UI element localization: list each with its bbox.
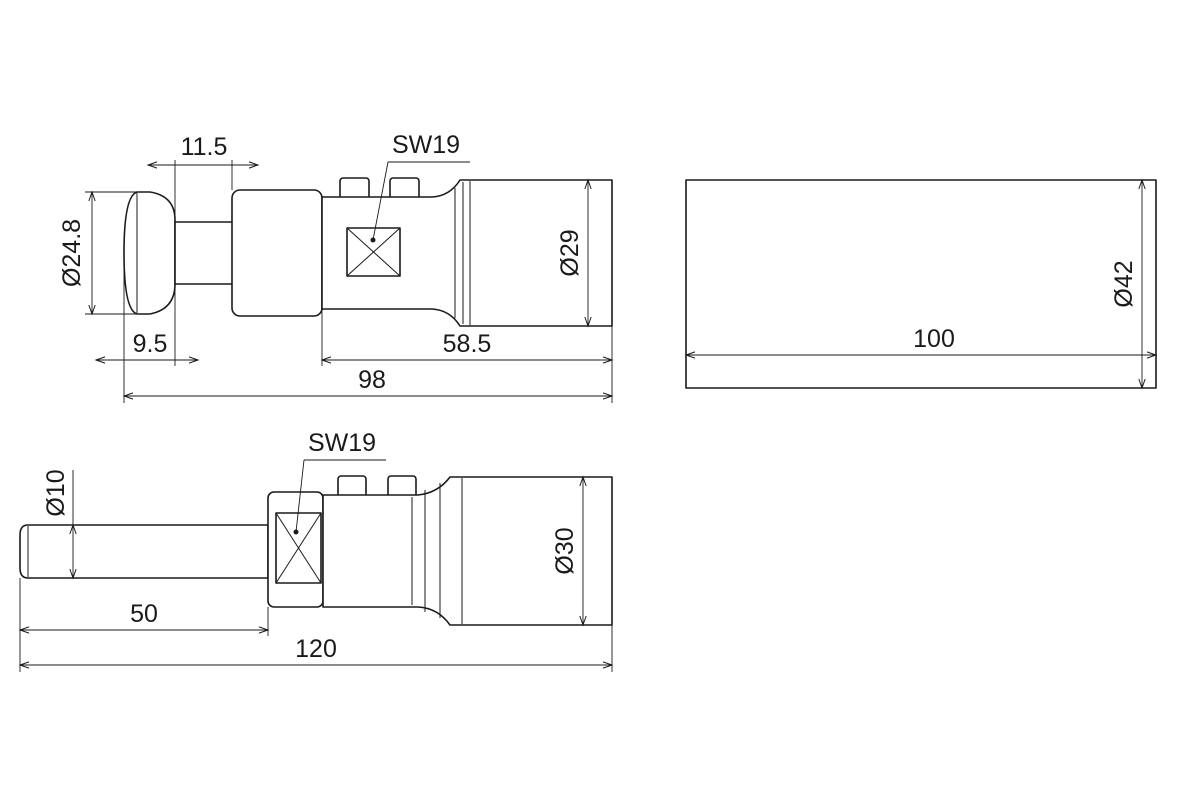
dim-label-9-5: 9.5 [133,330,168,358]
dim-label-dia-29: Ø29 [556,229,584,276]
collar [231,189,323,317]
bottom-view-dimensions: SW19 Ø10 Ø30 50 120 [18,429,614,672]
pin [19,524,269,579]
dim-label-dia-10: Ø10 [42,469,70,516]
dim-label-50: 50 [130,600,158,628]
dim-label-98: 98 [358,366,386,394]
dim-label-120: 120 [295,635,337,663]
dim-label-dia-30: Ø30 [551,527,579,574]
dim-label-100: 100 [913,325,955,353]
cylinder-outline [685,179,1157,389]
dim-label-sw19: SW19 [392,131,460,159]
dim-label-sw19: SW19 [308,429,376,457]
bottom-view-part [19,475,613,626]
mushroom-head [123,191,176,315]
dim-label-dia-42: Ø42 [1110,260,1138,307]
wrench-flat-diagonal-2 [346,227,401,277]
dim-label-dia-24-8: Ø24.8 [58,219,86,287]
dim-label-11-5: 11.5 [181,133,228,161]
dim-label-58-5: 58.5 [443,330,492,358]
side-view: 100 Ø42 [684,178,1158,390]
top-view-part [123,177,613,327]
top-view-dimensions: 11.5 SW19 Ø24.8 Ø29 9.5 58.5 98 [58,131,614,403]
leader-line-sw19 [295,459,305,533]
neck [174,221,234,285]
wrench-flat-diagonal-2 [275,512,322,584]
leader-line-sw19 [372,161,389,241]
